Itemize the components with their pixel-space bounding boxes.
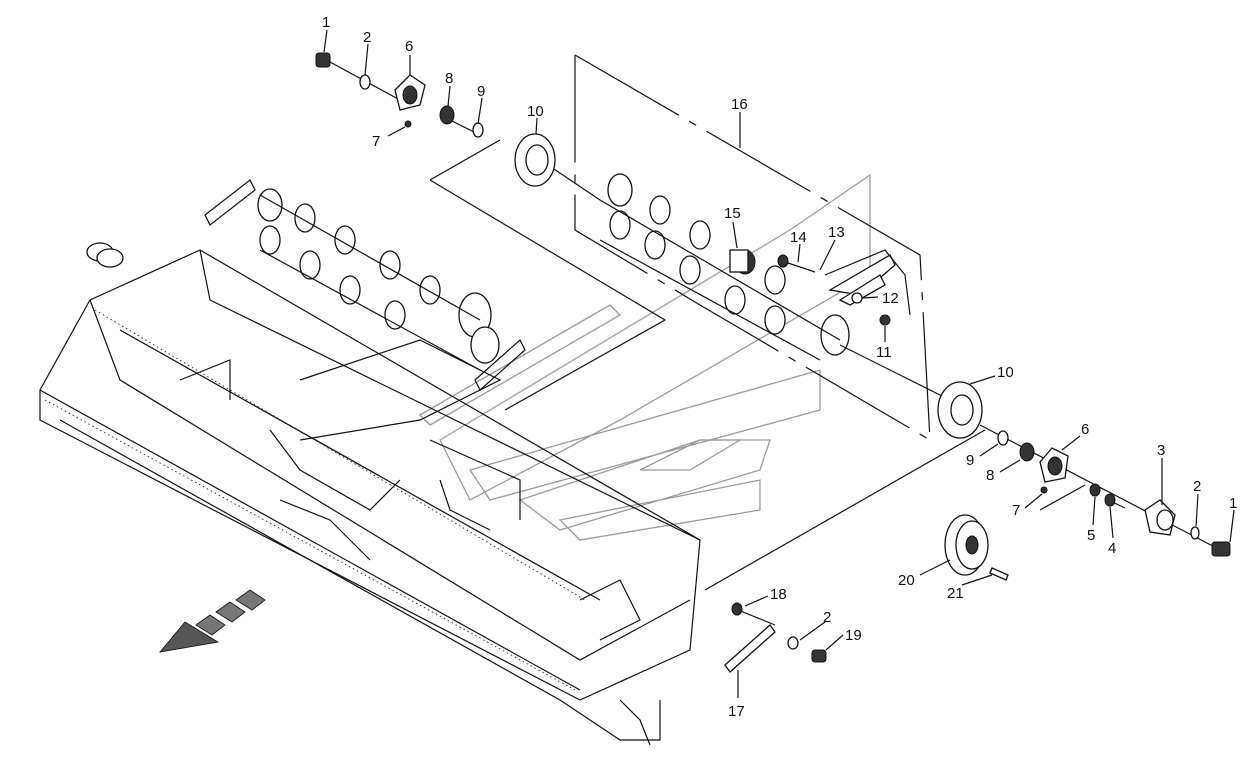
seal-8-top: [439, 105, 455, 125]
direction-arrow: [158, 589, 266, 653]
end-plate-10-top: [514, 133, 556, 187]
rotor-drum-center: [599, 173, 850, 361]
callout-7-right: 7: [1012, 502, 1020, 519]
washer-9-top: [472, 122, 484, 138]
bearing-flange-6-right: [1039, 447, 1069, 483]
callout-8-right: 8: [986, 467, 994, 484]
end-plate-10-right: [937, 381, 983, 439]
callout-3: 3: [1157, 442, 1165, 459]
cap-3: [1144, 499, 1176, 536]
callout-10-right: 10: [997, 364, 1014, 381]
key-21: [989, 567, 1009, 581]
bolt-18: [731, 602, 776, 626]
rotor-drum-left: [204, 179, 526, 391]
callout-leaders: [323, 29, 1235, 698]
callout-4: 4: [1108, 540, 1116, 557]
nut-11: [879, 314, 891, 326]
callout-labels: 1 2 6 8 9 10 7 16 15 14 13 12 11 10 6 9 …: [322, 14, 1237, 720]
lever-13: [824, 249, 911, 316]
callout-9-right: 9: [966, 452, 974, 469]
callout-17: 17: [728, 703, 745, 720]
callout-14: 14: [790, 229, 807, 246]
washer-2-top: [359, 74, 371, 90]
grease-nipple-7-right: [1040, 486, 1048, 494]
bearing-flange-6-top: [394, 74, 426, 111]
bolt-4: [1104, 493, 1126, 509]
callout-19: 19: [845, 627, 862, 644]
callout-1-top: 1: [322, 14, 330, 31]
bearing-cap-left: [86, 242, 124, 268]
seal-8-right: [1019, 442, 1035, 462]
grease-nipple-7-top: [404, 120, 412, 128]
callout-18: 18: [770, 586, 787, 603]
callout-5: 5: [1087, 527, 1095, 544]
assembly-boundary-16: [574, 54, 931, 442]
callout-6-top: 6: [405, 38, 413, 55]
washer-2-right: [1190, 526, 1200, 540]
washer-2-bottom: [787, 636, 799, 650]
plate-17: [724, 624, 776, 673]
nut-19: [811, 649, 827, 663]
washer-5: [1089, 483, 1101, 497]
callout-20: 20: [898, 572, 915, 589]
callout-2-bottom: 2: [823, 609, 831, 626]
callout-2-top: 2: [363, 29, 371, 46]
callout-15: 15: [724, 205, 741, 222]
callout-16: 16: [731, 96, 748, 113]
callout-8-top: 8: [445, 70, 453, 87]
callout-7-top: 7: [372, 133, 380, 150]
pin-12: [851, 292, 863, 304]
callout-21: 21: [947, 585, 964, 602]
bolt-1-right: [1211, 541, 1231, 557]
callout-10-top: 10: [527, 103, 544, 120]
callout-1-right: 1: [1229, 495, 1237, 512]
pulley-20: [944, 514, 989, 576]
callout-13: 13: [828, 224, 845, 241]
bolt-1-top: [315, 52, 331, 68]
callout-2-right: 2: [1193, 478, 1201, 495]
callout-6-right: 6: [1081, 421, 1089, 438]
washer-9-right: [997, 430, 1009, 446]
bushing-15: [729, 249, 756, 275]
watermark-logo: [418, 173, 871, 541]
rotor-housing: [39, 249, 701, 746]
callout-11: 11: [876, 344, 892, 361]
callout-9-top: 9: [477, 83, 485, 100]
bolt-14: [777, 254, 816, 273]
callout-12: 12: [882, 290, 899, 307]
